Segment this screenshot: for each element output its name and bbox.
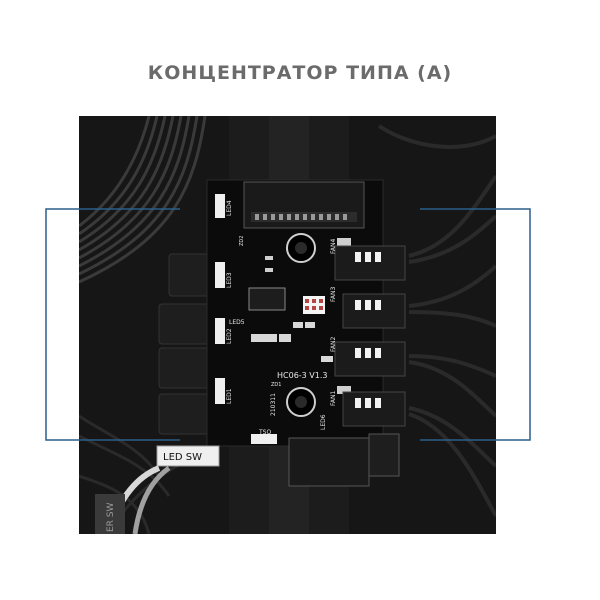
led4-label: LED4 xyxy=(226,200,233,216)
cable-sleeve-label: ER SW xyxy=(106,502,116,532)
fan4-label: FAN4 xyxy=(330,239,337,254)
led2-label: LED2 xyxy=(226,328,233,344)
zd1-label: ZD1 xyxy=(271,382,281,388)
fan3-label: FAN3 xyxy=(330,287,337,302)
product-photo: FAN4 FAN3 FAN2 FAN1 LED4 LED3 LED2 LED1 … xyxy=(79,116,496,534)
date-code-label: 210311 xyxy=(270,393,277,416)
hub-board-illustration: FAN4 FAN3 FAN2 FAN1 LED4 LED3 LED2 LED1 … xyxy=(79,116,496,534)
fan1-label: FAN1 xyxy=(330,391,337,406)
tsq-label: TSQ xyxy=(258,429,271,436)
led1-label: LED1 xyxy=(226,388,233,404)
led5-label: LED5 xyxy=(229,319,245,326)
board-model-label: HC06-3 V1.3 xyxy=(277,371,328,380)
fan2-label: FAN2 xyxy=(330,337,337,352)
pcb-board: FAN4 FAN3 FAN2 FAN1 LED4 LED3 LED2 LED1 … xyxy=(206,179,406,487)
led-sw-label: LED SW xyxy=(163,452,202,463)
led3-label: LED3 xyxy=(226,272,233,288)
cable-sleeve: ER SW xyxy=(95,494,125,534)
page-title: КОНЦЕНТРАТОР ТИПА (А) xyxy=(147,62,453,84)
led6-label: LED6 xyxy=(320,414,327,430)
zd2-label: ZD2 xyxy=(239,236,245,246)
